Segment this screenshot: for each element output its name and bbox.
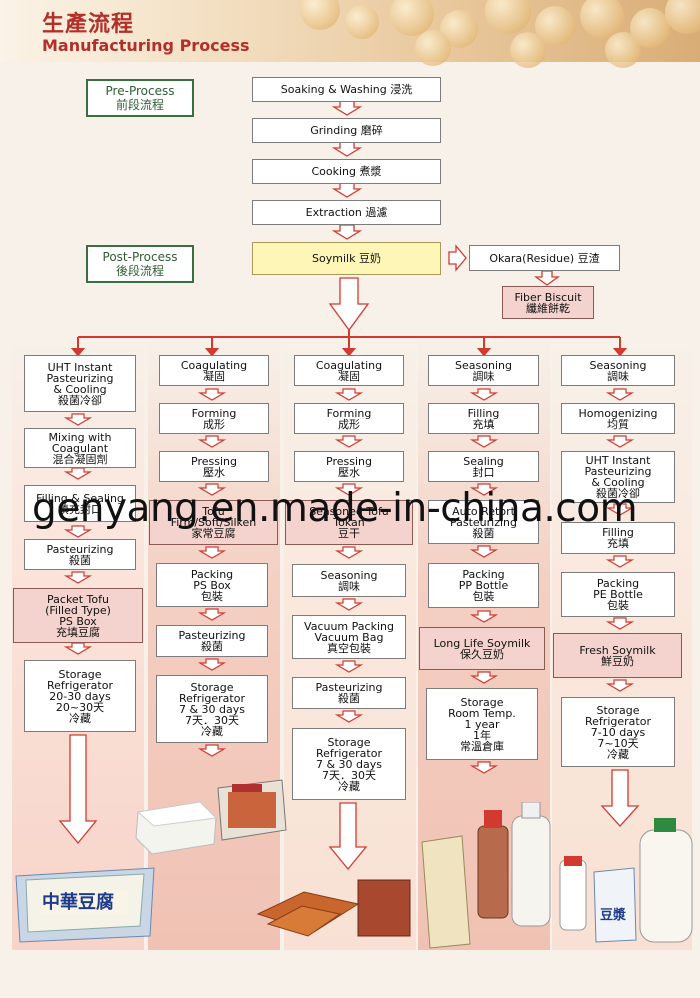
page-title-chinese: 生產流程 [42,12,135,37]
watermark: genyang.en.made-in-china.com [32,486,638,531]
fresh-soymilk-label: 豆漿 [600,908,627,923]
step-cooking: Cooking 煮漿 [252,159,441,184]
packet-tofu-photo [15,867,155,943]
fresh-soymilk-photo [559,818,693,943]
tofu-block-photo [135,801,218,855]
packet-tofu-label: 中華豆腐 [42,892,114,913]
step-soaking-washing: Soaking & Washing 浸洗 [252,77,441,102]
tofu-package-photo [217,779,287,841]
step-extraction: Extraction 過濾 [252,200,441,225]
step-grinding: Grinding 磨碎 [252,118,441,143]
page-title-english: Manufacturing Process [42,36,250,55]
step-soymilk: Soymilk 豆奶 [252,242,441,275]
long-life-soymilk-photo [421,802,551,949]
header-banner [0,0,700,68]
step-okara: Okara(Residue) 豆渣 [469,245,620,271]
tokan-photo [256,879,411,937]
